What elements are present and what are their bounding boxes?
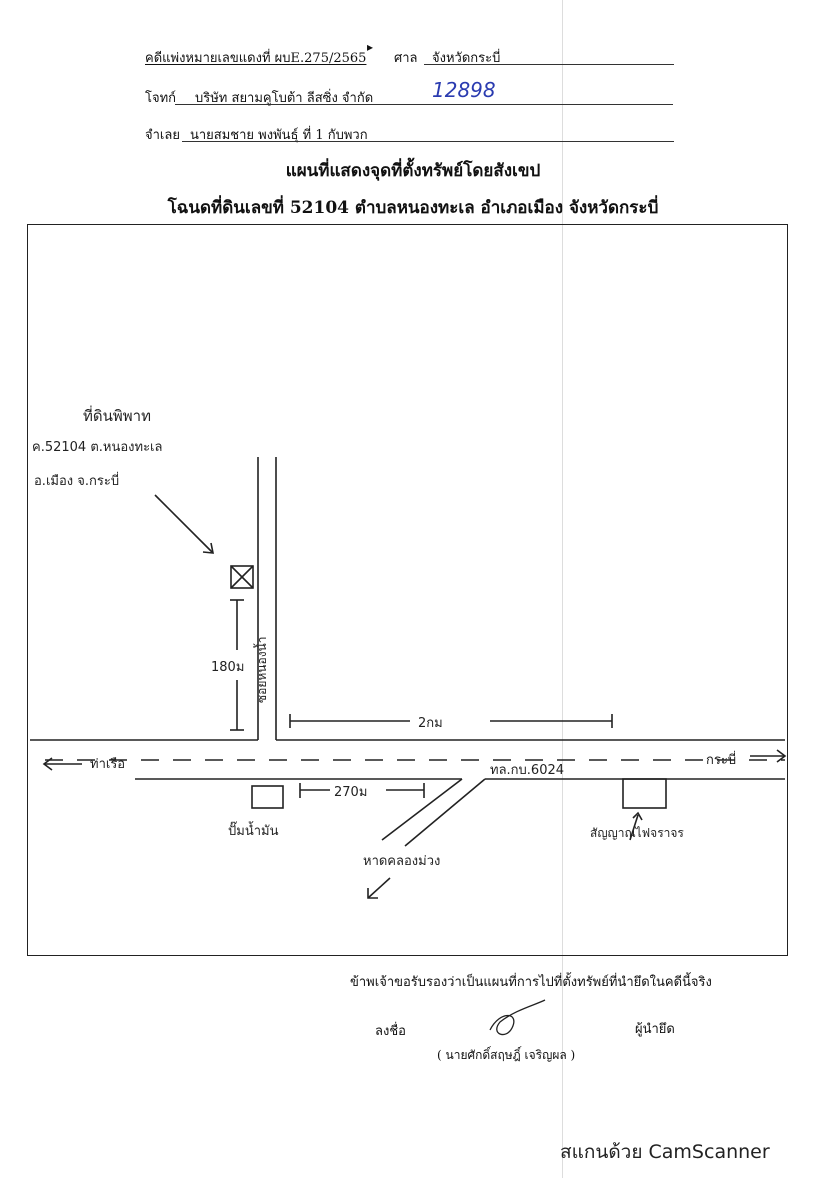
certification-statement: ข้าพเจ้าขอรับรองว่าเป็นแผนที่การไปที่ตั้… — [350, 975, 712, 990]
landmark-box — [622, 778, 667, 809]
court-value: จังหวัดกระบี่ — [432, 51, 501, 66]
property-title: ที่ดินพิพาท — [83, 407, 151, 425]
property-location: อ.เมือง จ.กระบี่ — [34, 474, 120, 489]
map-title: แผนที่แสดงจุดที่ตั้งทรัพย์โดยสังเขป — [285, 161, 541, 181]
signer-role: ผู้นำยึด — [635, 1022, 675, 1037]
road-label-right: กระบี่ — [706, 753, 737, 768]
scan-fold-line — [562, 0, 563, 1178]
defendant-value: นายสมชาย พงพันธุ์ ที่ 1 กับพวก — [190, 128, 368, 143]
plaintiff-value: บริษัท สยามคูโบต้า ลีสซิ่ง จำกัด — [195, 91, 374, 106]
signer-name: ( นายศักดิ์สฤษฎิ์ เจริญผล ) — [437, 1048, 576, 1062]
property-arrow — [154, 494, 213, 553]
camscanner-watermark: สแกนด้วย CamScanner — [560, 1141, 770, 1163]
signature — [489, 999, 546, 1036]
defendant-underline — [182, 141, 674, 142]
property-box — [230, 565, 254, 589]
highway-label: ทล.กบ.6024 — [490, 763, 565, 778]
plaintiff-underline — [175, 104, 673, 105]
dist-2km: 2กม — [418, 716, 443, 731]
map-frame — [27, 224, 788, 956]
road-label-left: ท่าเรือ — [90, 757, 126, 772]
court-underline — [424, 64, 674, 65]
landmark-label: สัญญาณไฟจราจร — [590, 826, 684, 840]
side-road-label: ซอยหนองน้ำ — [255, 636, 269, 703]
sign-label: ลงชื่อ — [375, 1024, 406, 1039]
court-label: ศาล — [394, 51, 418, 66]
defendant-label: จำเลย — [145, 128, 180, 143]
property-deed: ค.52104 ต.หนองทะเล — [32, 440, 163, 455]
dist-270m: 270ม — [334, 785, 368, 800]
dist-180m: 180ม — [211, 660, 245, 675]
branch-road-label: หาดคลองม่วง — [363, 854, 441, 869]
gas-station-label: ปั๊มน้ำมัน — [228, 824, 279, 839]
branch-road-right-edge — [404, 778, 486, 847]
deed-title: โฉนดที่ดินเลขที่ 52104 ตำบลหนองทะเล อำเภ… — [167, 198, 659, 218]
case-number: คดีแพ่งหมายเลขแดงที่ ผบE.275/2565 — [145, 51, 367, 66]
handwritten-number: 12898 — [432, 78, 496, 102]
branch-road-left-edge — [381, 778, 463, 841]
plaintiff-label: โจทก์ — [145, 91, 177, 106]
pen-mark: ▸ — [367, 40, 374, 54]
gas-station-box — [251, 785, 284, 809]
